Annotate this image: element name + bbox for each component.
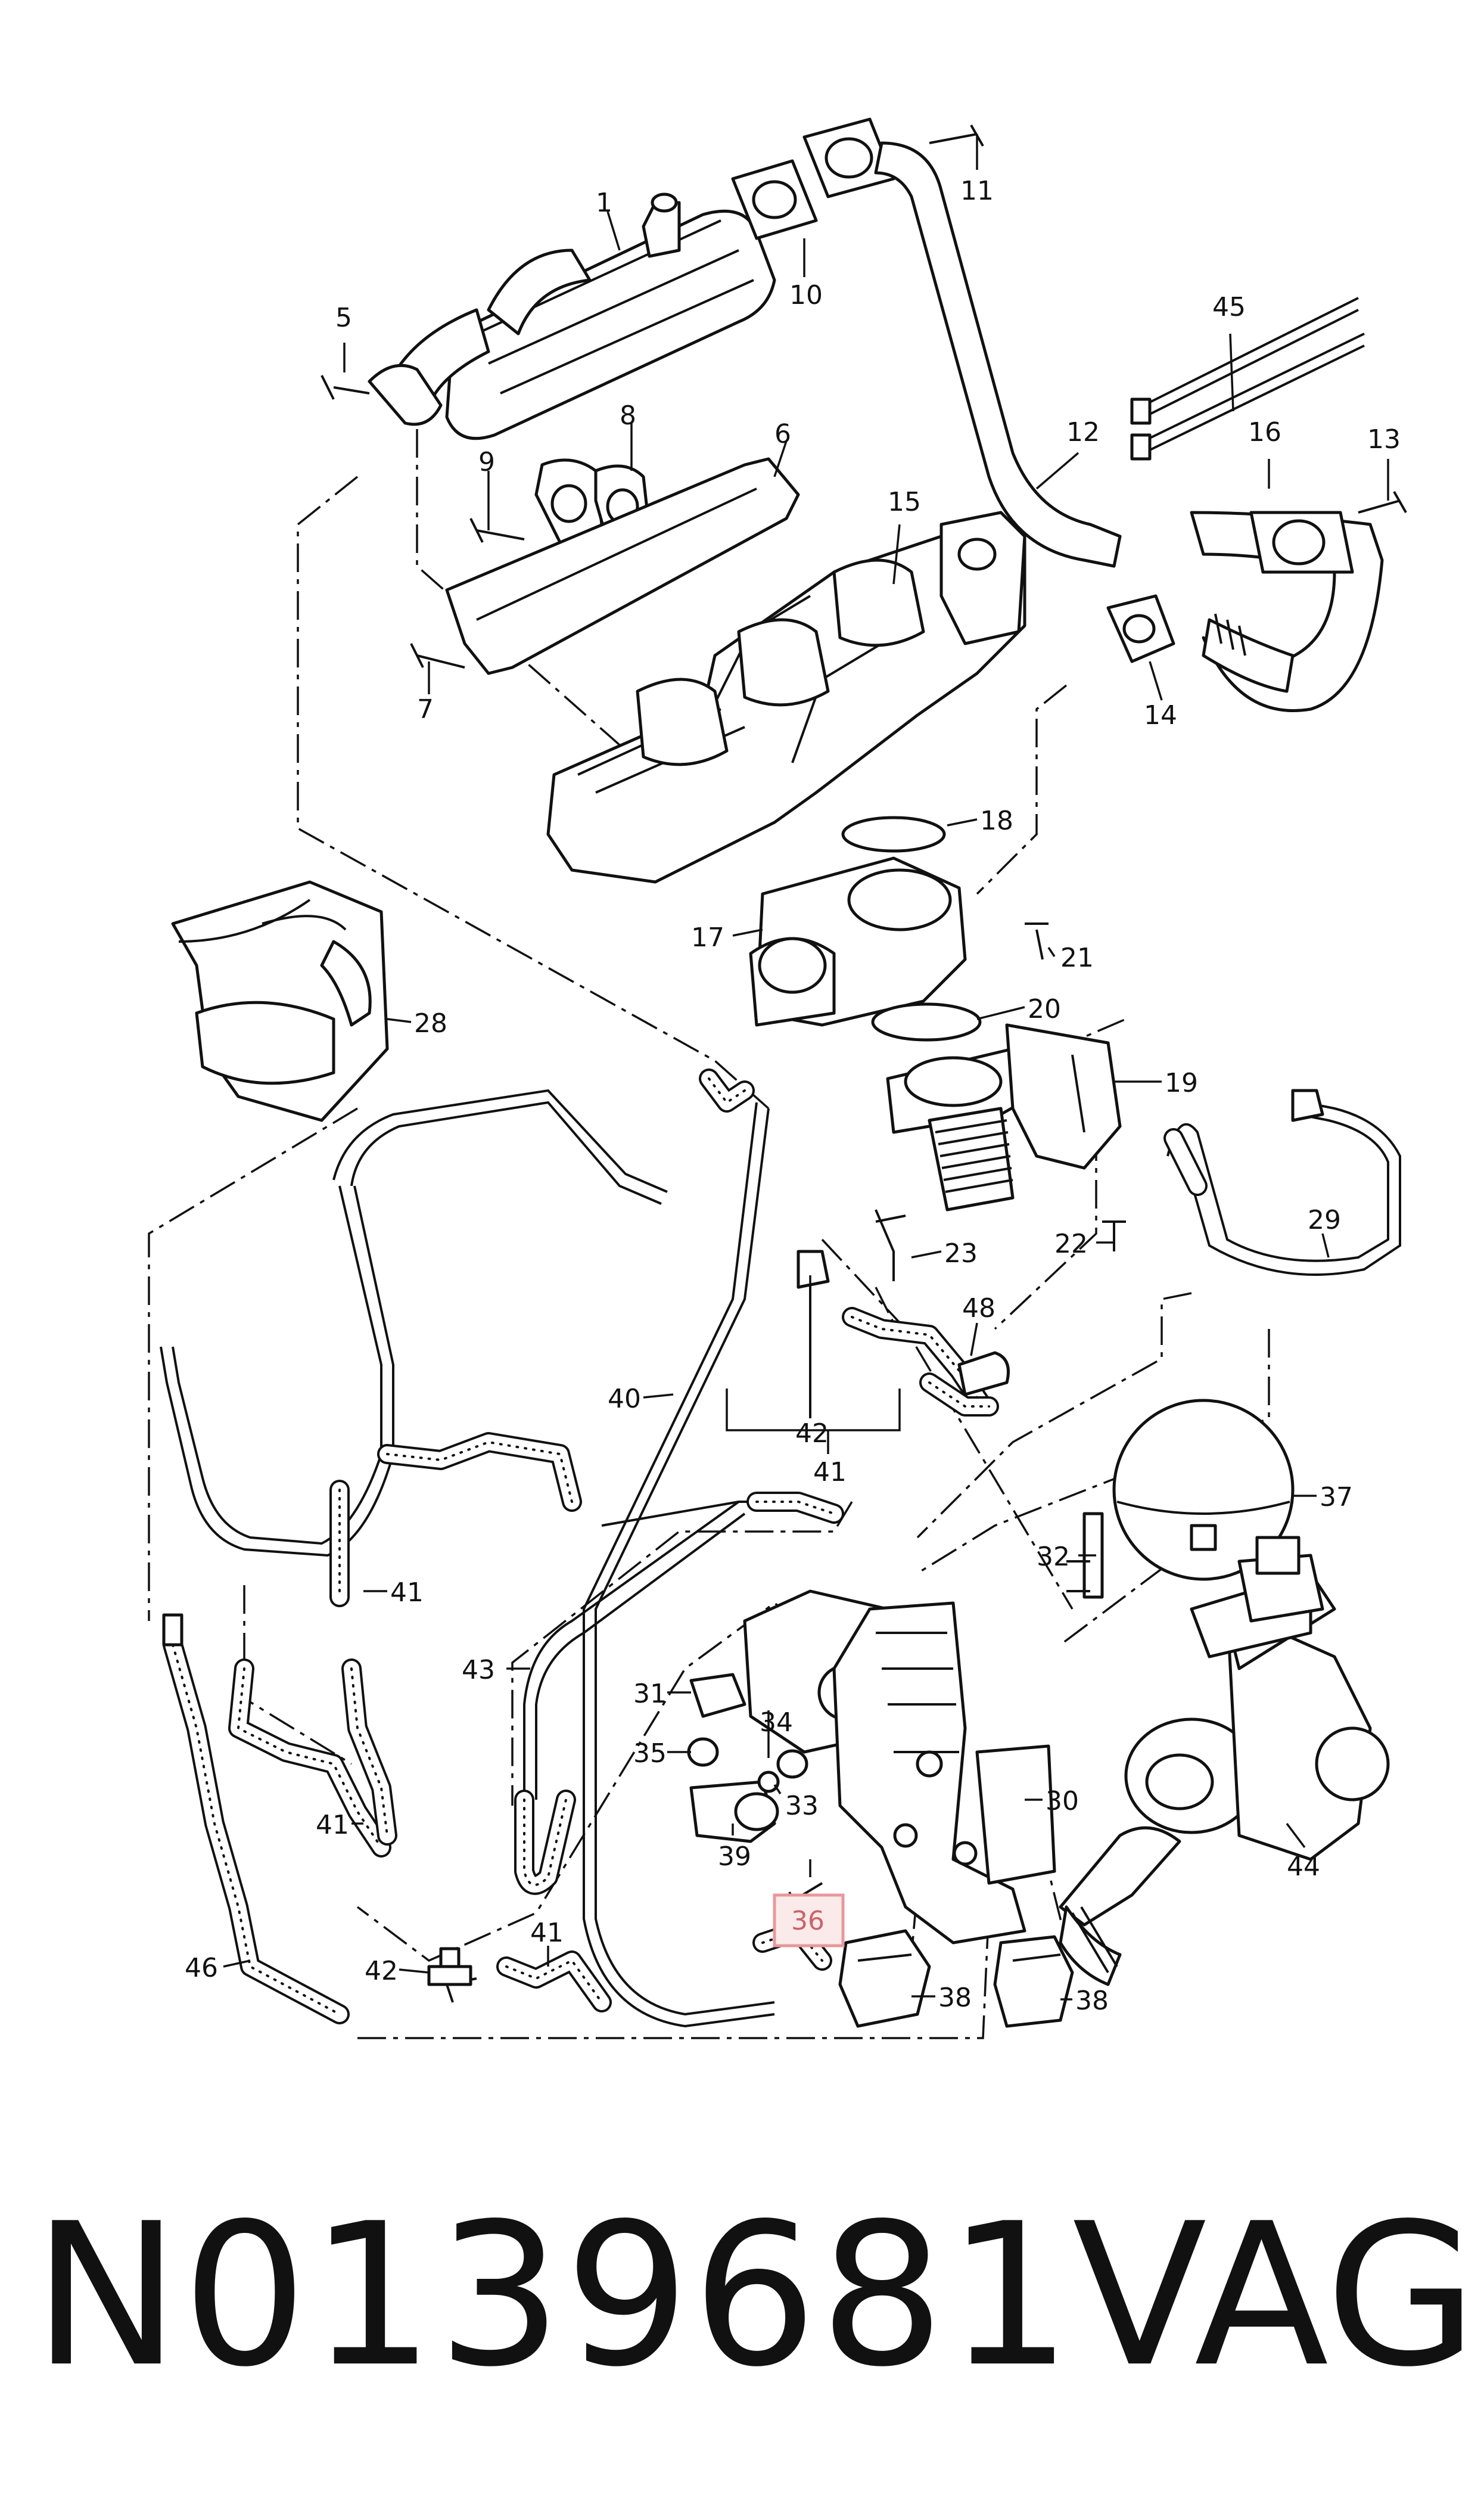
callout-32: 32 [1037,1542,1070,1572]
callout-22: 22 [1054,1229,1088,1259]
callout-35: 35 [633,1738,667,1769]
bracket-6 [445,457,800,675]
egr-valve-19 [886,1023,1122,1212]
callout-14: 14 [1144,700,1177,731]
callout-28: 28 [414,1008,447,1039]
part-number-text: N0139681 [33,2181,1075,2410]
callout-1: 1 [596,188,612,218]
highlight-box-36 [773,1893,845,1948]
solenoid-valve-38-b [993,1935,1074,2028]
callout-19: 19 [1165,1068,1198,1098]
bracket-30 [743,1589,1056,1945]
callout-45: 45 [1212,292,1246,322]
callout-41-left: 41 [390,1577,424,1608]
callout-34: 34 [760,1707,793,1738]
callout-7: 7 [417,694,434,725]
callout-40: 40 [608,1384,641,1414]
callout-16: 16 [1248,417,1281,448]
callout-13: 13 [1367,424,1401,455]
callout-labels: 1 5 8 9 6 10 11 45 12 16 13 15 7 14 18 1… [185,176,1401,2016]
callout-17: 17 [691,923,724,953]
leader-lines [223,134,1389,2001]
gasket-10 [731,159,818,240]
cable-ties-45 [1130,297,1365,461]
callout-39: 39 [718,1841,751,1872]
egr-cooler [368,192,776,440]
callout-43: 43 [462,1655,495,1685]
callout-18: 18 [980,806,1013,836]
vacuum-tube-long [160,1089,835,1800]
callout-8: 8 [620,400,636,431]
hose-46 [162,1613,350,2024]
callout-44: 44 [1287,1852,1320,1882]
heat-shield-28 [171,880,389,1122]
callout-38-b: 38 [1075,1986,1109,2016]
callout-38-a: 38 [938,1983,972,2013]
intake-manifold [546,511,1026,884]
callout-12: 12 [1066,417,1100,448]
callout-41-top: 41 [813,1457,847,1487]
callout-10: 10 [789,280,823,310]
callout-37: 37 [1320,1482,1353,1512]
callout-46: 46 [185,1953,218,1983]
callout-29: 29 [1308,1205,1341,1235]
o-ring-20 [871,1002,982,1042]
o-ring-18 [841,816,946,853]
callout-23: 23 [944,1238,978,1269]
callout-42-top: 42 [795,1418,829,1449]
t-piece-42 [427,1947,472,1986]
callout-48: 48 [962,1293,995,1324]
callout-42-bottom: 42 [365,1956,398,1986]
vacuum-line-40 [583,1102,775,2028]
valve-39 [689,1780,779,1843]
callout-9: 9 [478,447,495,477]
callout-36: 36 [791,1906,825,1936]
throttle-housing-17 [749,856,967,1027]
callout-20: 20 [1028,994,1061,1024]
callout-6: 6 [774,419,791,449]
callout-33: 33 [785,1791,819,1821]
callout-41-bottom: 41 [530,1918,564,1948]
callout-5: 5 [335,303,352,333]
turbocharger-44 [1059,1536,1390,1986]
callout-21: 21 [1060,943,1094,973]
callout-15: 15 [888,487,921,517]
solenoid-valve-38-a [838,1929,931,2028]
callout-30: 30 [1046,1786,1079,1816]
callout-31: 31 [633,1679,667,1709]
vacuum-pipe-29 [1163,1089,1401,1276]
brand-text: VAG [1072,2181,1478,2410]
exhaust-pipe-12 [802,117,1384,712]
callout-11: 11 [960,176,994,206]
gasket-14 [1106,594,1175,663]
exploded-parts-diagram: 1 5 8 9 6 10 11 45 12 16 13 15 7 14 18 1… [148,117,1407,2039]
callout-41-mid: 41 [316,1810,349,1840]
plug-48 [957,1351,1010,1396]
vacuum-reservoir-37 [1112,1399,1295,1581]
vacuum-line-42-group [797,1250,830,1418]
